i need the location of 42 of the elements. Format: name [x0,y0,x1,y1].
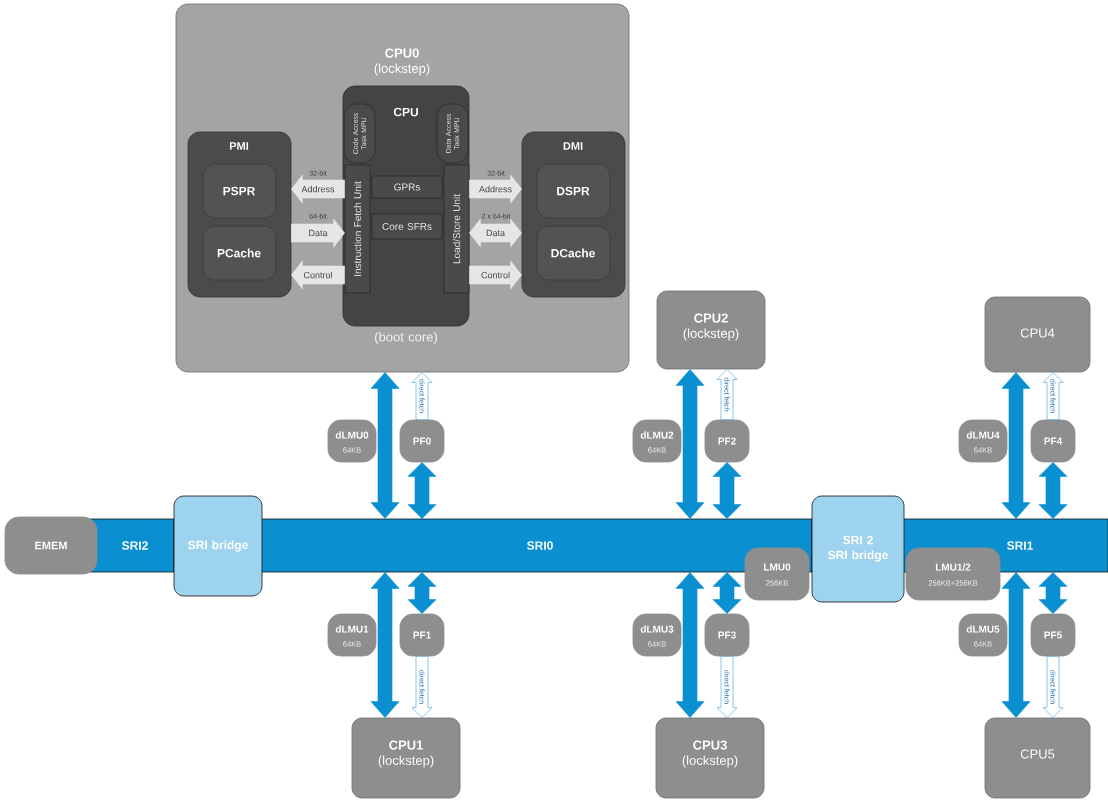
cpu-box: CPU4 [984,296,1091,373]
bus-arrow [675,369,705,519]
signal-arrow [469,218,522,248]
prefetch-pill: PF4 [1030,419,1076,463]
memory-box: DSPR [536,163,611,219]
bus-arrow [1001,372,1031,519]
bus-arrow [1001,572,1031,718]
prefetch-pill: PF5 [1030,613,1076,657]
cpu-box: CPU3 (lockstep) [655,717,765,799]
cpu-box: CPU5 [984,717,1091,799]
memory-box: PSPR [202,163,277,219]
bus-arrow [675,572,705,718]
bus-arrow [407,572,437,614]
memory-box: DCache [536,225,611,281]
bus-arrow [712,572,742,614]
prefetch-pill: PF0 [399,419,445,463]
edge-label: Data [307,229,329,237]
bus-arrow [1038,462,1068,519]
prefetch-pill: PF1 [399,613,445,657]
cpu-box: CPU1 (lockstep) [351,717,461,799]
memory-box: PCache [202,225,277,281]
bus-arrow [1038,572,1068,614]
prefetch-pill: PF3 [704,613,750,657]
register-box: GPRs [371,175,443,199]
edge-label: Control [302,271,334,279]
node-caption: (boot core) [375,331,437,345]
edge-label: Data [485,229,506,237]
cpu-box: CPU2 (lockstep) [656,290,766,370]
edge-label: Address [300,185,336,193]
register-box: Core SFRs [371,213,443,240]
bridge-box: SRI bridge [173,495,263,597]
bus-arrow [370,572,400,718]
memory-box: EMEM [4,516,98,575]
bus-arrow [407,462,437,519]
bus-bar: SRI2 [89,518,175,573]
prefetch-pill: PF2 [704,419,750,463]
edge-label: Control [480,271,511,279]
bridge-box: SRI 2 SRI bridge [811,495,905,603]
edge-label: Address [478,185,513,193]
signal-arrow [291,218,345,248]
bus-arrow [370,372,400,519]
bus-arrow [712,462,742,519]
